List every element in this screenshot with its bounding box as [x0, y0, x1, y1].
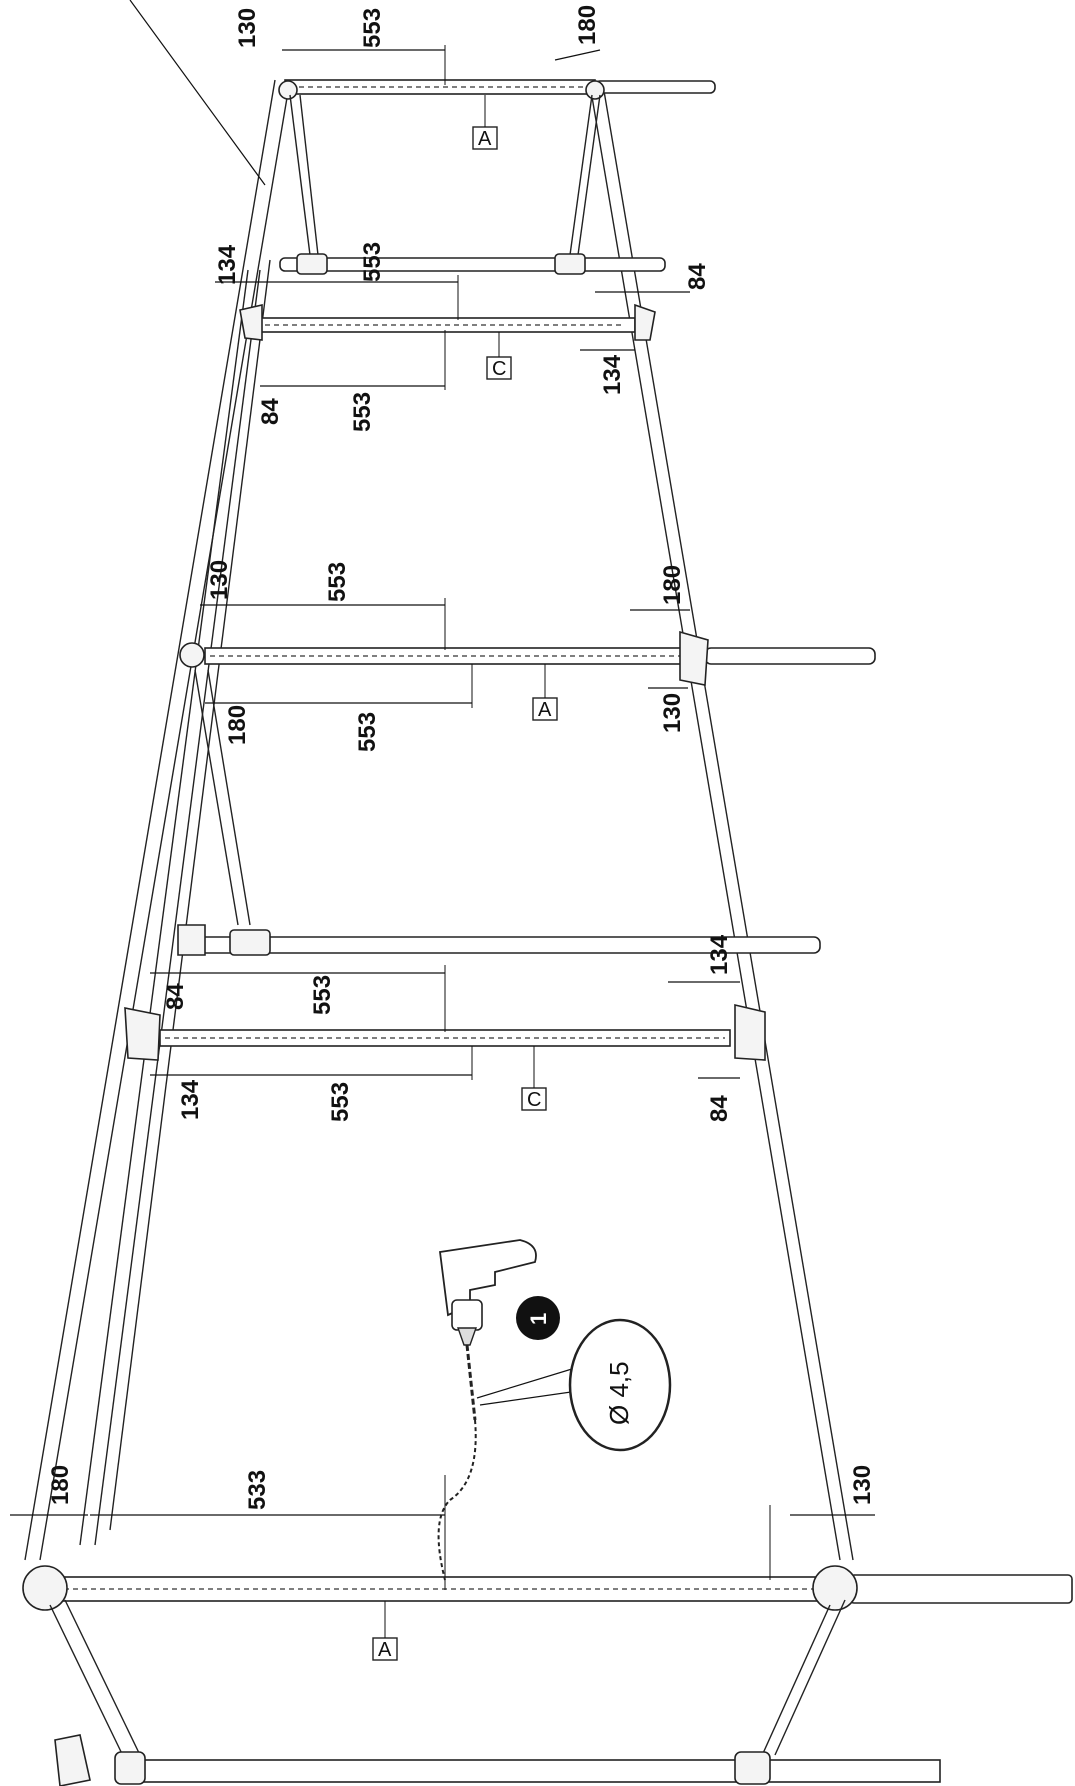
dim-lc-553-bottom: 553 — [327, 1082, 354, 1122]
dim-ma-180-right: 180 — [659, 565, 686, 605]
dim-ma-553-bottom: 553 — [354, 712, 381, 752]
step-badge — [516, 1296, 560, 1340]
dim-ba-130-right: 130 — [849, 1465, 876, 1505]
dim-ma-130-right: 130 — [659, 693, 686, 733]
tag-top-a: A — [478, 128, 492, 150]
middle-crossbar-a — [179, 630, 876, 926]
dim-ma-180-left: 180 — [224, 705, 251, 745]
bottom-crossbar-a — [22, 1565, 1073, 1611]
dim-uc-134-top: 134 — [214, 244, 241, 285]
dim-ma-553-top: 553 — [324, 562, 351, 602]
dim-ba-180-left: 180 — [47, 1465, 74, 1505]
dim-uc-553-top: 553 — [359, 242, 386, 282]
step-number: 1 — [526, 1313, 551, 1325]
base-frame — [49, 1599, 941, 1786]
dim-lc-553-top: 553 — [309, 975, 336, 1015]
drill-icon — [437, 1239, 537, 1581]
dim-uc-84-right: 84 — [684, 263, 711, 290]
dim-lc-134-right: 134 — [706, 934, 733, 975]
dim-ma-130-top: 130 — [206, 560, 233, 600]
upper-crossbar-c — [239, 303, 656, 341]
dimension-lines — [10, 45, 875, 1590]
tag-upper-c: C — [492, 358, 506, 380]
dimension-labels: 130 553 180 134 553 84 134 84 553 130 55… — [47, 5, 876, 1510]
tag-lower-c: C — [527, 1089, 541, 1111]
left-frame-rails — [24, 79, 291, 1561]
drill-size-callout — [568, 1318, 672, 1452]
drill-group: Ø 4,5 1 — [437, 1239, 672, 1581]
drill-size-label: Ø 4,5 — [604, 1361, 634, 1425]
leader-line — [129, 0, 266, 186]
tag-bottom-a: A — [378, 1639, 392, 1661]
part-tags: A C A C A — [372, 95, 558, 1661]
lower-brace-bar — [177, 924, 821, 956]
dim-lc-84-right: 84 — [706, 1095, 733, 1122]
dim-top-130: 130 — [234, 8, 261, 48]
dim-top-553: 553 — [359, 8, 386, 48]
dim-top-180: 180 — [574, 5, 601, 45]
dim-lc-134-left: 134 — [177, 1079, 204, 1120]
upper-brace-bar — [279, 253, 666, 275]
dim-uc-553-bottom: 553 — [349, 392, 376, 432]
top-crossbar-a — [278, 79, 716, 256]
dim-uc-134-right: 134 — [599, 354, 626, 395]
tag-middle-a: A — [538, 699, 552, 721]
dim-lc-84-left: 84 — [162, 983, 189, 1010]
lower-crossbar-c — [124, 1003, 766, 1061]
dim-uc-84-left: 84 — [257, 398, 284, 425]
dim-ba-533: 533 — [244, 1470, 271, 1510]
